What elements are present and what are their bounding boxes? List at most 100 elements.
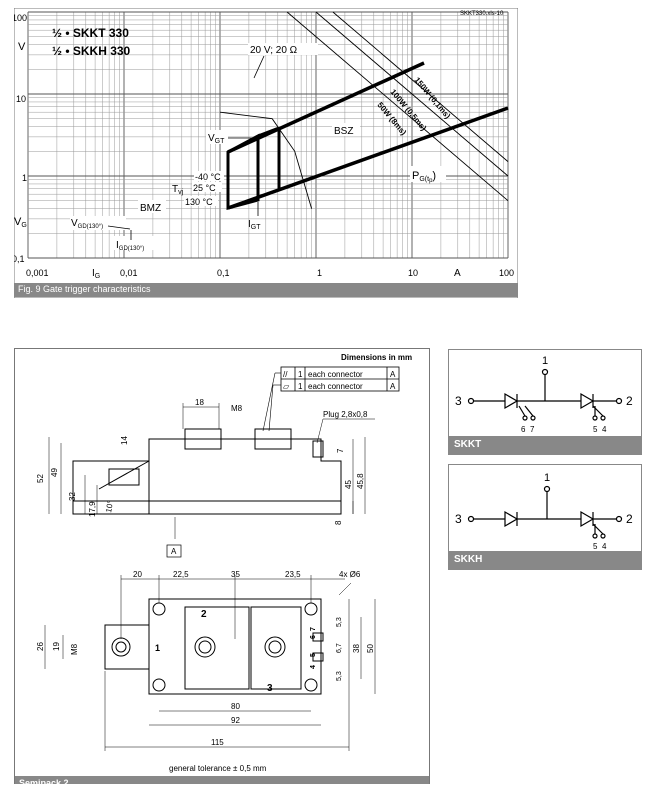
terminal-4-label: 4: [310, 665, 317, 669]
dim-4x6: 4x Ø6: [339, 570, 361, 579]
terminal-7-label: 7: [310, 627, 317, 631]
dim-92: 92: [231, 716, 240, 725]
tol-sym-2: ⏥: [283, 382, 290, 391]
y-tick-1: 1: [22, 173, 27, 183]
series-line-1: [332, 11, 509, 162]
tol-val-2: 1: [298, 382, 303, 391]
dim-m8-top: M8: [70, 643, 79, 655]
vg-label: VG: [14, 216, 27, 229]
dim-32: 32: [68, 492, 77, 501]
dim-115: 115: [211, 738, 224, 747]
dim-18: 18: [195, 398, 204, 407]
terminal-2-label: 2: [201, 609, 207, 620]
chart-svg: SKKT330.xls-10 ½ • SKKT 330 ½ • SKKH 330…: [12, 7, 519, 299]
dim-45-8: 45,8: [356, 473, 365, 489]
skkt-terminal-7: 7: [530, 425, 535, 434]
lower-bound-line: [227, 106, 509, 210]
skkh-terminal-4: 4: [602, 542, 607, 551]
x-axis-label: IG: [92, 268, 100, 280]
skkt-terminal-1: 1: [542, 355, 548, 367]
top-view: [104, 598, 324, 695]
skkh-terminal-3: 3: [455, 512, 462, 526]
dim-m8-side: M8: [231, 404, 243, 413]
title-line-1: ½ • SKKT 330: [52, 26, 129, 40]
dim-8: 8: [334, 520, 343, 525]
t-25-label: 25 °C: [193, 183, 216, 193]
side-view: [72, 428, 342, 515]
dim-14: 14: [120, 436, 129, 445]
pg-label: PG(tp): [412, 170, 436, 184]
x-tick-1: 1: [317, 268, 322, 278]
tolerance-table: [280, 366, 400, 392]
skkh-terminal-1: 1: [544, 472, 550, 484]
vgd-label: VGD(130°): [71, 218, 103, 230]
dim-45: 45: [344, 480, 353, 489]
bsz-label: BSZ: [334, 126, 353, 137]
x-tick-10: 10: [408, 268, 418, 278]
y-tick-100: 100: [14, 13, 27, 23]
dim-5-3a: 5,3: [336, 617, 343, 627]
dim-20: 20: [133, 570, 142, 579]
x-tick-001: 0,01: [120, 268, 138, 278]
terminal-1-label: 1: [155, 643, 160, 653]
igd-label: IGD(130°): [116, 240, 144, 252]
dim-80: 80: [231, 702, 240, 711]
x-unit: A: [454, 268, 461, 279]
x-tick-100: 100: [499, 268, 514, 278]
tol-text-1: each connector: [308, 370, 363, 379]
tol-ref-1: A: [390, 370, 396, 379]
dim-23-5: 23,5: [285, 570, 301, 579]
dim-6-7: 6,7: [336, 643, 343, 653]
skkt-caption: SKKT: [449, 436, 641, 454]
dimension-drawing: Dimensions in mm // 1 each connector A ⏥…: [14, 348, 430, 784]
series-line-2: [315, 11, 509, 177]
skkh-terminal-5: 5: [593, 542, 598, 551]
tol-val-1: 1: [298, 370, 303, 379]
dim-17-9: 17,9: [88, 501, 97, 517]
dim-7: 7: [336, 448, 345, 453]
dim-22-5: 22,5: [173, 570, 189, 579]
chart-caption: Fig. 9 Gate trigger characteristics: [14, 283, 518, 297]
dimensions-title: Dimensions in mm: [341, 353, 412, 362]
t-130-label: 130 °C: [185, 197, 213, 207]
tol-ref-2: A: [390, 382, 396, 391]
terminal-3-label: 3: [267, 683, 273, 694]
x-tick-0001: 0,001: [26, 268, 49, 278]
skkh-schematic-panel: 1 3 2 5 4 SKKH: [448, 464, 642, 570]
dim-50: 50: [366, 644, 375, 653]
x-tick-01: 0,1: [217, 268, 230, 278]
dim-52: 52: [36, 474, 45, 483]
skkh-svg: 1 3 2 5 4: [455, 472, 633, 551]
dim-26: 26: [36, 642, 45, 651]
tol-text-2: each connector: [308, 382, 363, 391]
drawing-svg: Dimensions in mm // 1 each connector A ⏥…: [36, 353, 412, 773]
datum-a: A: [171, 547, 177, 556]
skkh-terminal-2: 2: [626, 512, 633, 526]
dim-49: 49: [50, 468, 59, 477]
skkt-svg: 1 3 2 6 7 5 4: [455, 355, 633, 434]
plug-label: Plug 2,8x0,8: [323, 410, 368, 419]
y-tick-01: 0,1: [14, 254, 25, 264]
skkh-caption: SKKH: [449, 551, 641, 569]
dim-35: 35: [231, 570, 240, 579]
t-minus40-label: -40 °C: [195, 172, 221, 182]
bmz-label: BMZ: [140, 203, 161, 214]
skkt-terminal-5: 5: [593, 425, 598, 434]
skkt-schematic-panel: 1 3 2 6 7 5 4 SKKT: [448, 349, 642, 455]
terminal-6-label: 6: [310, 635, 317, 639]
skkt-terminal-2: 2: [626, 394, 633, 408]
skkt-terminal-3: 3: [455, 394, 462, 408]
top-dim-lines: [44, 575, 376, 751]
terminal-5-label: 5: [310, 653, 317, 657]
dim-19: 19: [52, 642, 61, 651]
tolerance-note: general tolerance ± 0,5 mm: [169, 764, 267, 773]
vgt-label: VGT: [208, 133, 225, 145]
skkt-terminal-6: 6: [521, 425, 526, 434]
dim-5-3b: 5,3: [336, 671, 343, 681]
drawing-footer: Semipack 2: [15, 776, 429, 784]
dim-38: 38: [352, 644, 361, 653]
y-tick-10: 10: [16, 94, 26, 104]
skkt-terminal-4: 4: [602, 425, 607, 434]
file-label: SKKT330.xls-10: [460, 11, 504, 17]
tvj-label: Tvj: [172, 184, 184, 196]
